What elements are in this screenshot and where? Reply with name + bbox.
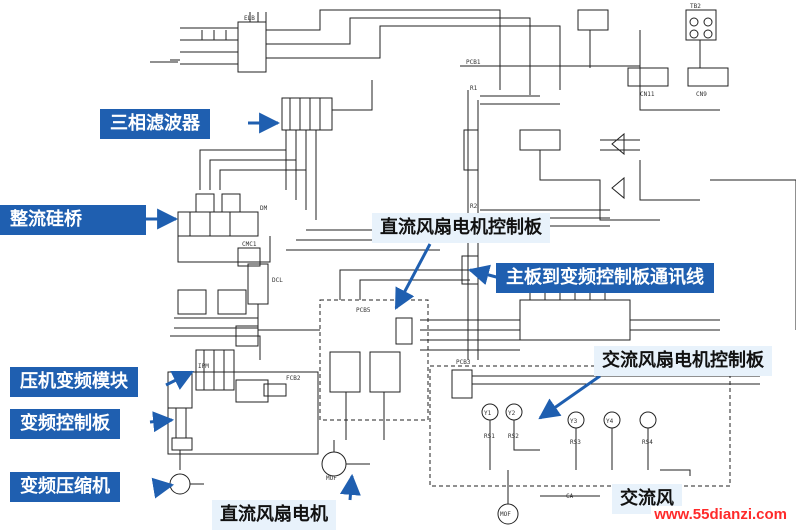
rs4-label: RS4	[642, 439, 653, 446]
cmc1-label: CMC1	[242, 241, 257, 248]
tb2-label: TB2	[690, 3, 701, 10]
dcl-label: DCL	[272, 277, 283, 284]
capacitor-row	[170, 289, 261, 360]
pcb5-label: PCB5	[356, 307, 371, 314]
inverter-control-board-label: 变频控制板	[10, 409, 120, 439]
dc-fan-board-arrow	[394, 243, 432, 310]
cn11-label: CN11	[640, 91, 655, 98]
rs3-label: RS3	[570, 439, 581, 446]
power-input-section	[150, 9, 561, 95]
main-to-inverter-comm-line-label: 主板到变频控制板通讯线	[496, 263, 714, 293]
pcb3-label: PCB3	[456, 359, 471, 366]
inverter-compressor-label: 变频压缩机	[10, 472, 120, 502]
rectifier-block	[177, 193, 300, 331]
y4-label: Y4	[606, 418, 614, 425]
ipm-label: IPM	[198, 363, 209, 370]
ac-fan-board-arrow	[538, 374, 601, 420]
pcb5-block	[286, 229, 480, 440]
dm-label: DM	[260, 205, 268, 212]
r2-label: R2	[470, 203, 478, 210]
three-phase-filter-label: 三相滤波器	[100, 109, 210, 139]
elb-label: ELB	[244, 15, 255, 22]
watermark: www.55dianzi.com	[651, 506, 790, 523]
ipm-arrow	[165, 370, 194, 390]
rs1-label: RS1	[484, 433, 495, 440]
y2-label: Y2	[508, 410, 516, 417]
rs2-label: RS2	[508, 433, 519, 440]
pcb1-label: PCB1	[466, 59, 481, 66]
pcb3-block	[429, 365, 760, 525]
y1-label: Y1	[484, 410, 492, 417]
mof-left-label: MOF	[326, 475, 337, 482]
dc-fan-motor-label: 直流风扇电机	[212, 500, 336, 530]
r1-label: R1	[470, 85, 478, 92]
compressor-inverter-module-label: 压机变频模块	[10, 367, 138, 397]
compressor-arrow	[151, 477, 175, 499]
cn9-label: CN9	[696, 91, 707, 98]
dc-fan-motor-shape	[321, 440, 370, 477]
three-phase-filter-block	[199, 80, 373, 220]
comm-line-arrow	[467, 264, 501, 286]
pcb2-label: FCB2	[286, 375, 301, 382]
control-board-arrow	[149, 411, 175, 433]
ac-fan-partial-label: 交流风	[612, 484, 682, 514]
top-right-connectors	[577, 9, 729, 87]
mof-right-label: MOF	[500, 511, 511, 518]
main-board-pcb1	[420, 65, 796, 360]
ca-label: CA	[566, 493, 574, 500]
dc-fan-motor-arrow	[339, 473, 361, 501]
dc-fan-control-board-label: 直流风扇电机控制板	[372, 213, 550, 243]
ac-fan-control-board-label: 交流风扇电机控制板	[594, 346, 772, 376]
rectifier-bridge-label: 整流硅桥	[0, 205, 146, 235]
y3-label: Y3	[570, 418, 578, 425]
